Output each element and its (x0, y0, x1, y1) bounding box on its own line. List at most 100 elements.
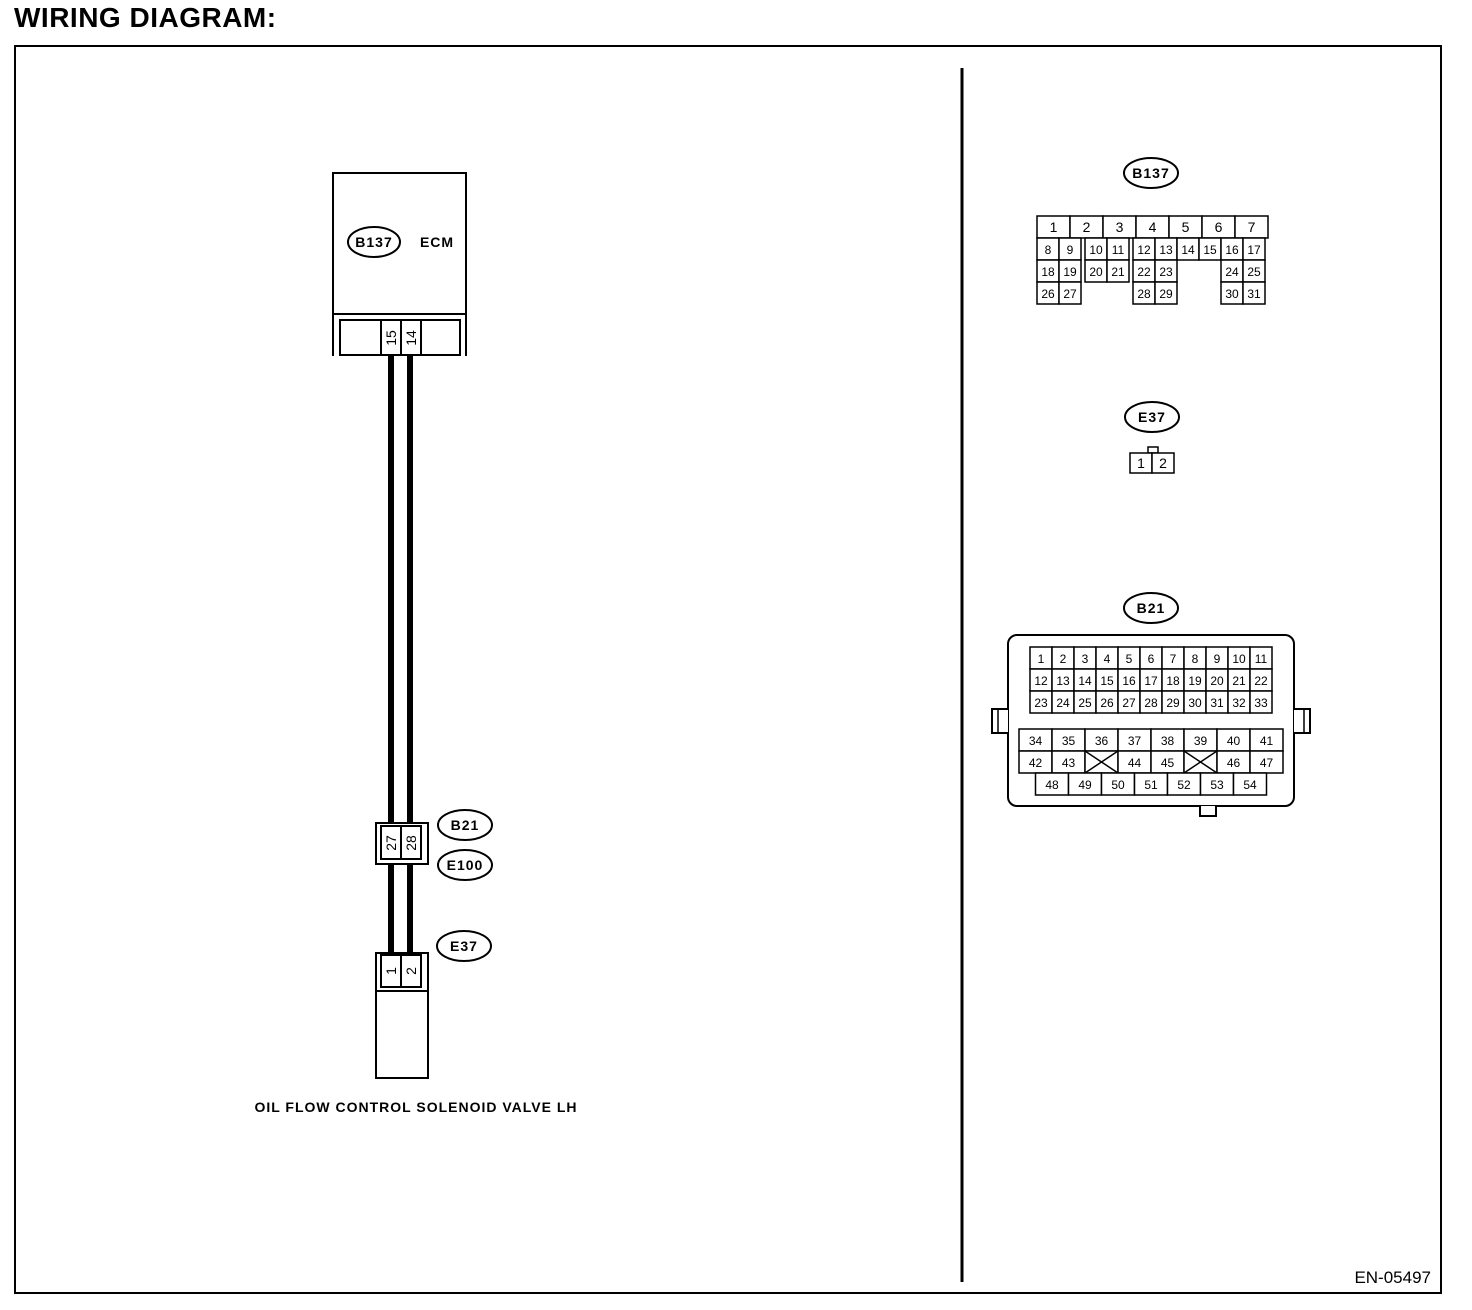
b21-bottom-key (1199, 806, 1217, 817)
b21-pin-label: 23 (1034, 696, 1048, 710)
b21-pin-label: 31 (1210, 696, 1224, 710)
b21-pin-label: 47 (1260, 756, 1274, 770)
b137-pin-cell (1058, 281, 1082, 305)
b21-pin-label: 26 (1100, 696, 1114, 710)
b21-pin-label: 50 (1111, 778, 1125, 792)
b21-pin-label: 32 (1232, 696, 1246, 710)
b137-pin-label: 17 (1247, 243, 1261, 257)
b21-pin-label: 12 (1034, 674, 1048, 688)
b137-pin-label: 1 (1050, 219, 1058, 235)
b21-right-tab (1294, 708, 1311, 734)
b21-pin-label: 49 (1078, 778, 1092, 792)
b21-pin-label: 41 (1260, 734, 1274, 748)
b21-pin-label: 7 (1170, 652, 1177, 666)
b137-pin-label: 24 (1225, 265, 1239, 279)
valve-body (375, 990, 429, 1079)
b137-pin-label: 30 (1225, 287, 1239, 301)
page-heading: WIRING DIAGRAM: (14, 2, 277, 33)
b21-pin-label: 19 (1188, 674, 1202, 688)
b21-pin-label: 2 (1060, 652, 1067, 666)
b21-pin-label: 3 (1082, 652, 1089, 666)
b21-pin-label: 24 (1056, 696, 1070, 710)
ecm-unit: B137 ECM 15 14 (332, 172, 467, 356)
connector-tag-b21-view (1123, 592, 1179, 624)
e37-connector-view: E37 1 2 (1124, 401, 1180, 474)
b21-pin-label: 39 (1194, 734, 1208, 748)
b137-pin-label: 14 (1181, 243, 1195, 257)
b21-pin-label: 17 (1144, 674, 1158, 688)
b137-pin-label: 4 (1149, 219, 1157, 235)
b21-pin-label: 30 (1188, 696, 1202, 710)
b21-pin-label: 36 (1095, 734, 1109, 748)
b137-pin-label: 29 (1159, 287, 1173, 301)
b21-pin-label: 28 (1144, 696, 1158, 710)
b21-pin-label: 11 (1255, 652, 1268, 666)
b21-pin-blank-mark (1183, 750, 1218, 774)
b21-pin-label: 6 (1148, 652, 1155, 666)
connector-tag-b137 (347, 226, 401, 258)
e37-pin-label: 1 (1137, 455, 1145, 471)
b137-pin-label: 27 (1063, 287, 1077, 301)
b137-pin-label: 25 (1247, 265, 1261, 279)
figure-code: EN-05497 (1354, 1268, 1431, 1287)
b137-pin-label: 18 (1041, 265, 1055, 279)
b21-pin-label: 54 (1243, 778, 1257, 792)
b21-pin-label: 38 (1161, 734, 1175, 748)
ecm-label: ECM (420, 234, 454, 250)
b21-pin-label: 46 (1227, 756, 1241, 770)
b21-pin-label: 1 (1038, 652, 1045, 666)
b21-pin-label: 4 (1104, 652, 1111, 666)
e37-latch (1147, 446, 1159, 454)
b21-pin-label: 25 (1078, 696, 1092, 710)
b21-pin-label: 35 (1062, 734, 1076, 748)
connector-tag-e37-view (1124, 401, 1180, 433)
b137-pin-label: 13 (1159, 243, 1173, 257)
b21-pin-label: 14 (1078, 674, 1092, 688)
b137-pin-label: 19 (1063, 265, 1077, 279)
connector-tag-e37-view-text: E37 (1138, 409, 1166, 425)
b137-pin-cell (1106, 259, 1130, 283)
valve-pin-label: 1 (383, 967, 399, 975)
connector-tag-b21-view-text: B21 (1137, 600, 1166, 616)
b137-pin-label: 23 (1159, 265, 1173, 279)
b21-pin-label: 34 (1029, 734, 1043, 748)
b137-pin-label: 5 (1182, 219, 1190, 235)
b137-pin-label: 26 (1041, 287, 1055, 301)
b21-pin-label: 51 (1144, 778, 1158, 792)
b137-pin-label: 28 (1137, 287, 1151, 301)
b21-pin-label: 53 (1210, 778, 1224, 792)
connector-tag-e100 (437, 849, 493, 881)
b137-pin-label: 21 (1111, 265, 1125, 279)
b21-pin-label: 16 (1122, 674, 1136, 688)
b21-pin-label: 52 (1177, 778, 1191, 792)
b137-pin-label: 10 (1089, 243, 1103, 257)
b21-pin-label: 42 (1029, 756, 1043, 770)
b21-pin-label: 10 (1232, 652, 1246, 666)
b21-pin-cell (1232, 772, 1268, 796)
joint-pin-label: 28 (403, 835, 419, 851)
b137-pin-label: 22 (1137, 265, 1151, 279)
connector-tag-b21-text: B21 (451, 817, 480, 833)
joint-pin-cell (400, 825, 422, 860)
b137-pin-label: 11 (1112, 243, 1125, 257)
diagram-frame (14, 45, 1442, 1294)
b21-pin-label: 8 (1192, 652, 1199, 666)
b137-pin-label: 7 (1248, 219, 1256, 235)
b21-pin-label: 22 (1254, 674, 1268, 688)
b21-pin-label: 40 (1227, 734, 1241, 748)
wire-harness (388, 356, 413, 956)
b21-pin-label: 18 (1166, 674, 1180, 688)
b21-pin-label: 48 (1045, 778, 1059, 792)
b137-pin-cell (1154, 281, 1178, 305)
b137-pin-label: 2 (1083, 219, 1091, 235)
b137-pin-label: 31 (1247, 287, 1261, 301)
connector-tag-b137-view-text: B137 (1132, 165, 1169, 181)
b21-pin-label: 15 (1100, 674, 1114, 688)
valve-pin-cell (400, 954, 422, 988)
b137-pin-label: 9 (1067, 243, 1074, 257)
connector-tag-e37 (436, 930, 492, 962)
b21-pin-label: 21 (1232, 674, 1246, 688)
b21-pin-label: 9 (1214, 652, 1221, 666)
